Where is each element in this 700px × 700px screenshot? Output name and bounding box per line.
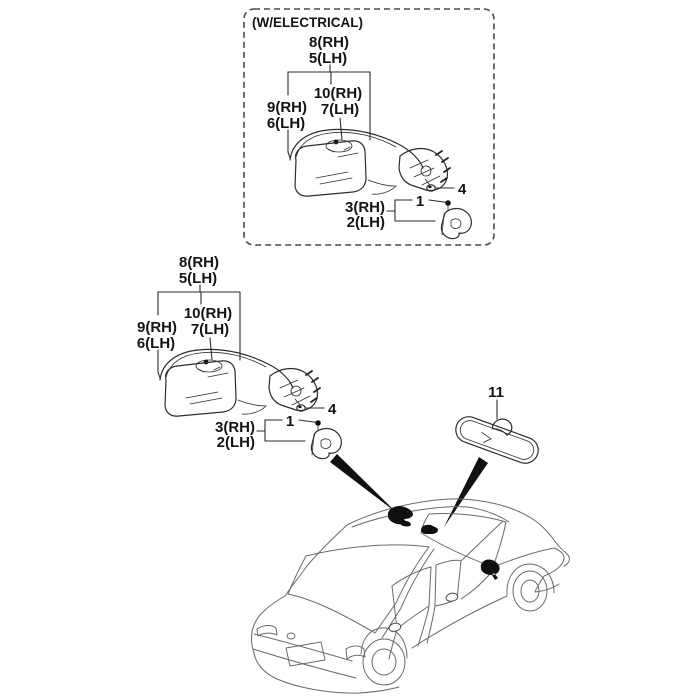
car-front-wheel <box>512 570 548 612</box>
car-badge <box>286 632 296 640</box>
electrical-variant-box <box>243 8 495 246</box>
car-hood <box>492 547 565 593</box>
car-a-pillar <box>460 520 504 562</box>
callout-glass-lh: 6(LH) <box>267 115 305 132</box>
callout-glass-rh: 9(RH) <box>137 319 177 336</box>
callout-assembly-rh: 8(RH) <box>179 254 219 271</box>
car-front-wheel-arch <box>506 563 555 596</box>
car-front-wheel-hub <box>520 579 540 603</box>
callout-actuator-rh: 10(RH) <box>314 85 362 102</box>
callout-actuator-lh: 7(LH) <box>321 101 359 118</box>
car-drip-rail <box>351 506 510 528</box>
car-beltline <box>460 573 491 600</box>
car-rear-wheel <box>362 638 406 686</box>
callout-assembly-lh: 5(LH) <box>179 270 217 287</box>
callout-cover-rh: 3(RH) <box>345 199 385 216</box>
car-door-handles <box>388 592 459 632</box>
callout-glass-rh: 9(RH) <box>267 99 307 116</box>
car-door-seams <box>388 605 436 660</box>
callout-cover-lh: 2(LH) <box>217 434 255 451</box>
car-roofline <box>346 498 570 567</box>
car-c-pillar <box>381 548 435 639</box>
callout-actuator-lh: 7(LH) <box>191 321 229 338</box>
callout-grommet: 4 <box>458 181 467 198</box>
callout-cover-lh: 2(LH) <box>347 214 385 231</box>
callout-screw: 1 <box>286 413 294 430</box>
car-rear-window <box>287 544 430 634</box>
car-windshield <box>420 513 507 568</box>
interior-mirror-diagram: 11 <box>455 384 539 464</box>
car-sill <box>411 595 508 649</box>
car-trunk-outline <box>251 595 400 694</box>
pointer-arrow-interior-mirror <box>444 457 488 527</box>
pointer-arrow-side-mirror <box>330 454 397 513</box>
car-taillights <box>256 625 366 660</box>
electrical-variant-section: (W/ELECTRICAL) 8(RH) 5(LH) 10(RH) 7(LH) … <box>243 8 495 246</box>
electrical-variant-title: (W/ELECTRICAL) <box>252 15 363 30</box>
callout-interior-mirror: 11 <box>488 384 504 401</box>
car-left-door-mirror-silhouette <box>387 506 413 527</box>
car-rear-pillar <box>284 524 348 597</box>
car-interior-mirror-silhouette <box>421 524 438 534</box>
callout-cover-rh: 3(RH) <box>215 419 255 436</box>
interior-mirror-art <box>455 416 539 464</box>
car-trunk-lines <box>252 633 357 679</box>
car-license-recess <box>285 641 326 667</box>
side-mirror-diagram-electrical: 8(RH) 5(LH) 10(RH) 7(LH) 9(RH) 6(LH) 3(R… <box>267 34 473 240</box>
callout-glass-lh: 6(LH) <box>137 335 175 352</box>
side-mirror-diagram-standard: 8(RH) 5(LH) 10(RH) 7(LH) 9(RH) 6(LH) 3(R… <box>137 254 343 460</box>
callout-assembly-rh: 8(RH) <box>309 34 349 51</box>
callout-screw: 1 <box>416 193 424 210</box>
car-right-door-mirror-silhouette <box>480 559 500 580</box>
car-rear-wheel-hub <box>371 648 397 676</box>
callout-actuator-rh: 10(RH) <box>184 305 232 322</box>
callout-grommet: 4 <box>328 401 337 418</box>
car-rear-wheel-arch <box>360 627 408 659</box>
callout-assembly-lh: 5(LH) <box>309 50 347 67</box>
car-drawing <box>251 498 570 694</box>
